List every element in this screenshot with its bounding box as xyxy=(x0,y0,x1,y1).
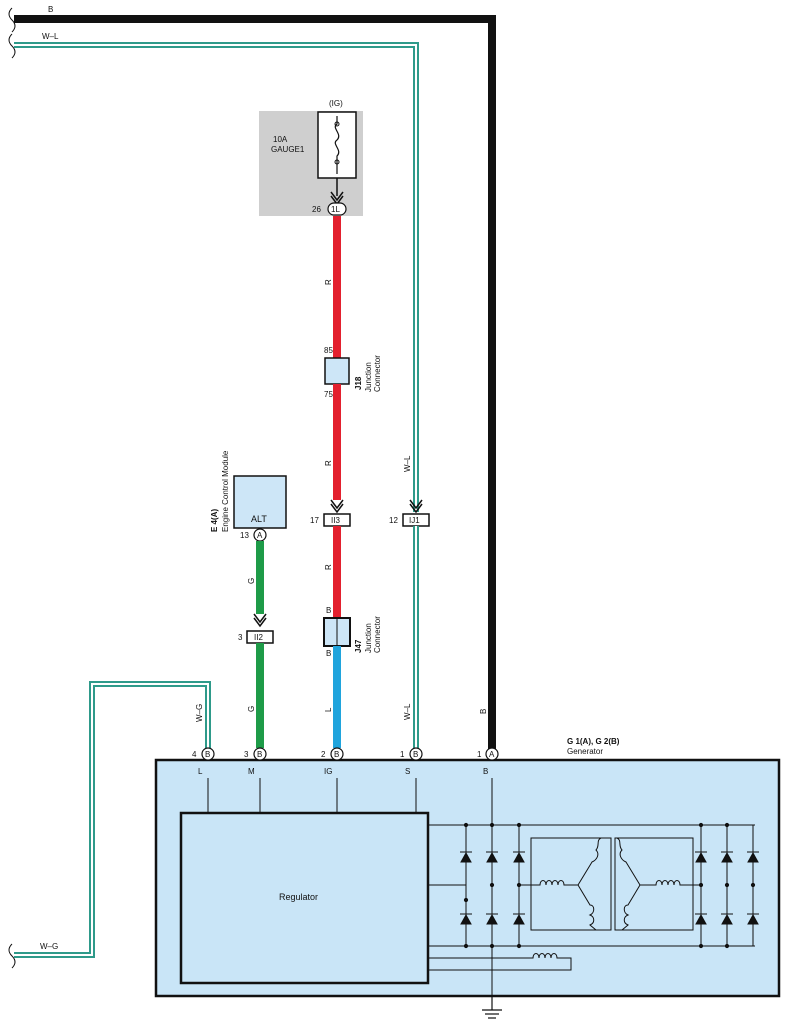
ii2-arrow xyxy=(253,613,267,628)
wire-label-bottom-wg: W–G xyxy=(40,942,58,951)
svg-text:B: B xyxy=(334,750,339,759)
ecm-id: E 4(A) xyxy=(210,509,219,532)
ii2-pin: 3 xyxy=(238,633,243,642)
ii2-label: II2 xyxy=(254,633,263,642)
ecm-name: Engine Control Module xyxy=(221,450,230,532)
fuse-ig-label: (IG) xyxy=(329,99,343,108)
fuse-connector-badge xyxy=(327,202,347,216)
fuse-name: GAUGE1 xyxy=(271,145,305,154)
wire-label-top-wl: W–L xyxy=(42,32,59,41)
fuse-terminal-top xyxy=(334,121,340,127)
wire-break-wl xyxy=(8,33,16,59)
ii3-arrow xyxy=(330,499,344,514)
stator-windings xyxy=(519,837,701,931)
ecm-terminal: ALT xyxy=(251,514,267,524)
wire-label-green-2: G xyxy=(247,706,256,712)
svg-text:B: B xyxy=(413,750,418,759)
j18-id: J18 xyxy=(354,376,363,390)
ground-icon xyxy=(482,996,502,1019)
j18-name-1: Junction xyxy=(364,362,373,392)
svg-text:S: S xyxy=(405,767,410,776)
svg-text:B: B xyxy=(483,767,488,776)
ii3-pin: 17 xyxy=(310,516,319,525)
svg-text:2: 2 xyxy=(321,750,326,759)
ij1-pin: 12 xyxy=(389,516,398,525)
wire-label-wl-1: W–L xyxy=(403,455,412,472)
svg-text:IG: IG xyxy=(324,767,332,776)
fuse-pin: 26 xyxy=(312,205,321,214)
svg-text:M: M xyxy=(248,767,255,776)
wire-label-green-1: G xyxy=(247,578,256,584)
svg-text:A: A xyxy=(489,750,495,759)
svg-text:L: L xyxy=(198,767,203,776)
ecm-pin: 13 xyxy=(240,531,249,540)
generator-pin-b: A 1 B xyxy=(477,747,499,776)
ii3-label: II3 xyxy=(331,516,340,525)
fuse-terminal-bottom xyxy=(334,159,340,165)
j47-name-2: Connector xyxy=(373,616,382,653)
j47-id: J47 xyxy=(354,639,363,653)
ij1-arrow xyxy=(409,499,423,514)
svg-text:4: 4 xyxy=(192,750,197,759)
generator-id: G 1(A), G 2(B) xyxy=(567,737,620,746)
svg-text:1: 1 xyxy=(477,750,482,759)
ecm-box xyxy=(233,475,287,529)
j18-pin-bottom: 75 xyxy=(324,390,333,399)
ij1-label: IJ1 xyxy=(409,516,420,525)
generator-pin-m: B 3 M xyxy=(244,747,267,776)
wire-break-b xyxy=(8,7,16,33)
svg-text:B: B xyxy=(257,750,262,759)
svg-text:1: 1 xyxy=(400,750,405,759)
wire-label-wl-2: W–L xyxy=(403,703,412,720)
regulator-box xyxy=(179,811,430,985)
wire-break-wg xyxy=(8,943,16,969)
fuse-rating: 10A xyxy=(273,135,288,144)
regulator-label: Regulator xyxy=(279,892,318,902)
j47-pin-bottom: B xyxy=(326,649,331,658)
j18-connector xyxy=(324,357,350,385)
wire-label-red-3: R xyxy=(324,564,333,570)
svg-text:B: B xyxy=(205,750,210,759)
field-coil-icon xyxy=(428,953,572,971)
wire-label-red-2: R xyxy=(324,460,333,466)
wire-wl-inner xyxy=(14,44,417,512)
diode-icons xyxy=(460,851,759,925)
wire-label-blue: L xyxy=(324,707,333,712)
wire-wg-inner xyxy=(14,683,209,956)
fuse-connector-label: 1L xyxy=(331,205,340,214)
generator-pin-l: B 4 L xyxy=(192,747,215,776)
generator-pin-ig: B 2 IG xyxy=(321,747,344,776)
wire-label-b-vert: B xyxy=(479,709,488,714)
wire-label-red-1: R xyxy=(324,279,333,285)
generator-pin-s: B 1 S xyxy=(400,747,423,776)
j47-name-1: Junction xyxy=(364,623,373,653)
wire-label-top-b: B xyxy=(48,5,53,14)
svg-text:3: 3 xyxy=(244,750,249,759)
generator-name: Generator xyxy=(567,747,603,756)
fuse-element-icon xyxy=(334,116,340,174)
ecm-connector: A xyxy=(257,531,263,540)
j18-pin-top: 85 xyxy=(324,346,333,355)
wire-label-wg: W–G xyxy=(195,704,204,722)
j47-pin-top: B xyxy=(326,606,331,615)
j18-name-2: Connector xyxy=(373,355,382,392)
wire-b-main xyxy=(14,15,496,760)
